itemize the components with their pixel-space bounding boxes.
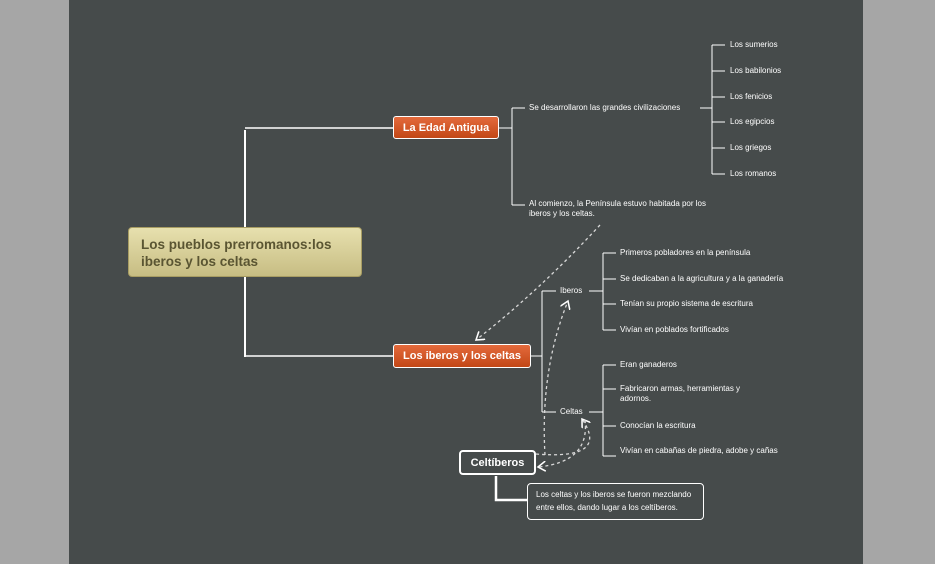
topic-iberos-celtas-label: Los iberos y los celtas (403, 350, 521, 362)
civilizacion-item[interactable]: Los romanos (730, 169, 777, 178)
iberos-fact[interactable]: Se dedicaban a la agricultura y a la gan… (620, 274, 784, 283)
connector-celtiberos-note (494, 476, 527, 502)
subtopic-celtas[interactable]: Celtas (560, 407, 583, 416)
subtopic-civilizaciones[interactable]: Se desarrollaron las grandes civilizacio… (529, 103, 681, 112)
celtas-fact[interactable]: Conocían la escritura (620, 421, 696, 430)
civilizacion-item[interactable]: Los fenicios (730, 92, 773, 101)
central-topic-text: Los pueblos prerromanos:los iberos y los… (141, 237, 332, 269)
civilizacion-item[interactable]: Los griegos (730, 143, 772, 152)
relationship-peninsula-to-iberos-celtas (476, 224, 601, 340)
relationship-celtiberos-to-celtas (535, 419, 590, 456)
topic-edad-antigua[interactable]: La Edad Antigua (393, 116, 499, 139)
connector-iberos-facts (589, 252, 616, 331)
celtiberos-note-text: Los celtas y los iberos se fueron mezcla… (536, 490, 692, 512)
topic-iberos-celtas[interactable]: Los iberos y los celtas (393, 344, 531, 368)
civilizacion-item[interactable]: Los babilonios (730, 66, 782, 75)
topic-celtiberos-label: Celtíberos (470, 456, 525, 469)
relationship-celtiberos-to-iberos (543, 301, 568, 456)
relationship-celtas-to-celtiberos (538, 419, 587, 467)
celtas-fact[interactable]: Vivían en cabañas de piedra, adobe y cañ… (620, 446, 778, 455)
central-topic[interactable]: Los pueblos prerromanos:los iberos y los… (128, 227, 362, 277)
subtopic-peninsula-note[interactable]: Al comienzo, la Península estuvo habitad… (529, 199, 706, 218)
celtas-fact[interactable]: Fabricaron armas, herramientas y adornos… (620, 384, 741, 403)
civilizacion-item[interactable]: Los sumerios (730, 40, 778, 49)
topic-edad-antigua-label: La Edad Antigua (402, 121, 490, 134)
connector-celtas-facts (589, 364, 616, 457)
celtiberos-note[interactable]: Los celtas y los iberos se fueron mezcla… (527, 483, 704, 520)
civilizacion-item[interactable]: Los egipcios (730, 117, 775, 126)
connector-civilizaciones (700, 44, 725, 175)
subtopic-iberos[interactable]: Iberos (560, 286, 583, 295)
connector-iberos-celtas-subtopics (531, 290, 556, 413)
topic-celtiberos[interactable]: Celtíberos (459, 450, 536, 475)
iberos-fact[interactable]: Vivían en poblados fortificados (620, 325, 729, 334)
iberos-fact[interactable]: Primeros pobladores en la península (620, 248, 751, 257)
iberos-fact[interactable]: Tenían su propio sistema de escritura (620, 299, 753, 308)
connector-edad-subtopics (499, 107, 525, 206)
celtas-fact[interactable]: Eran ganaderos (620, 360, 677, 369)
